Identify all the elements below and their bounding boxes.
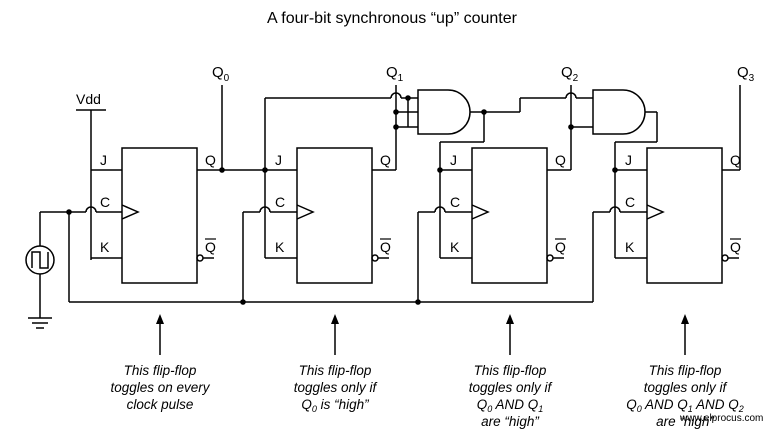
q3-output-label: Q3 xyxy=(737,64,755,84)
flip-flop-2 xyxy=(471,147,548,284)
ff0-k-label: K xyxy=(100,239,110,255)
clock-ff1-hop xyxy=(259,206,271,213)
ff2-j-label: J xyxy=(450,152,457,168)
flip-flop-1 xyxy=(296,147,373,284)
ff0-q-label: Q xyxy=(205,152,216,168)
arrow-icon xyxy=(331,314,339,355)
note-ff1: This flip-flop toggles only if Q0 is “hi… xyxy=(293,363,377,414)
q1-output-label: Q1 xyxy=(386,64,404,84)
ff2-qbar-label: Q xyxy=(555,239,566,255)
watermark: www.elprocus.com xyxy=(680,413,764,424)
clock-hop-vdd xyxy=(85,206,97,213)
ff1-q-label: Q xyxy=(380,152,391,168)
arrow-icon xyxy=(156,314,164,355)
ff1-k-label: K xyxy=(275,239,285,255)
ff1-c-label: C xyxy=(275,194,285,210)
clock-source-icon xyxy=(25,245,55,275)
ff0-j-label: J xyxy=(100,152,107,168)
qbar-outputs xyxy=(196,254,739,262)
ff2-c-label: C xyxy=(450,194,460,210)
ff1-j-label: J xyxy=(275,152,282,168)
ff3-c-label: C xyxy=(625,194,635,210)
q0-output-label: Q0 xyxy=(212,64,230,84)
note-ff2: This flip-flop toggles only if Q0 AND Q1… xyxy=(468,363,552,429)
note-ff3: This flip-flop toggles only if Q0 AND Q1… xyxy=(626,363,744,429)
note-ff0: This flip-flop toggles on every clock pu… xyxy=(110,363,210,412)
ff3-qbar-label: Q xyxy=(730,239,741,255)
vdd-label: Vdd xyxy=(76,91,101,107)
ff2-q-label: Q xyxy=(555,152,566,168)
clock-ff3-hop xyxy=(609,206,621,213)
ff3-j-label: J xyxy=(625,152,632,168)
flip-flop-0 xyxy=(121,147,198,284)
and2-j-junction xyxy=(612,167,618,173)
and-gate-1 xyxy=(417,89,471,135)
ff0-c-label: C xyxy=(100,194,110,210)
ff1-qbar-label: Q xyxy=(380,239,391,255)
ground-icon xyxy=(28,317,52,329)
diagram-title: A four-bit synchronous “up” counter xyxy=(267,10,517,27)
ff3-k-label: K xyxy=(625,239,635,255)
ff0-qbar-label: Q xyxy=(205,239,216,255)
ff3-q-label: Q xyxy=(730,152,741,168)
arrow-icon xyxy=(506,314,514,355)
and1-j-junction xyxy=(437,167,443,173)
arrow-icon xyxy=(681,314,689,355)
and-gate-2 xyxy=(592,89,646,135)
flip-flop-3 xyxy=(646,147,723,284)
clock-ff2-hop xyxy=(434,206,446,213)
q2-output-label: Q2 xyxy=(561,64,579,84)
ff2-k-label: K xyxy=(450,239,460,255)
